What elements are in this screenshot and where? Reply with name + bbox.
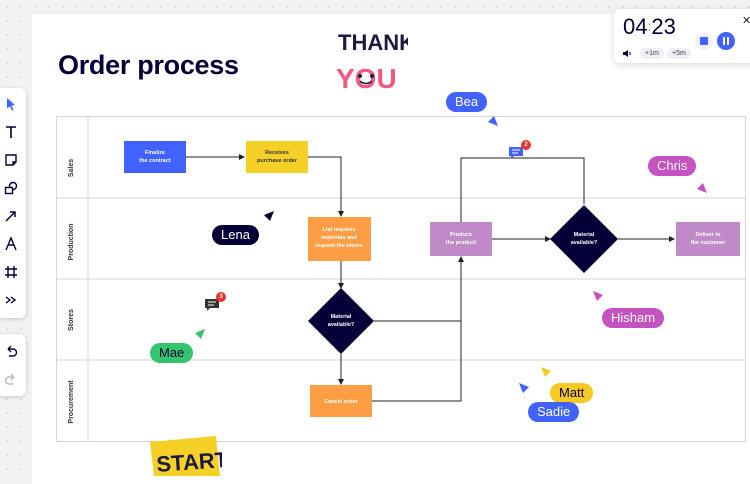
svg-text:Material: Material <box>574 232 595 238</box>
redo-icon[interactable] <box>0 368 22 390</box>
cursor-icon <box>195 329 205 339</box>
start-sticker[interactable]: START <box>146 436 229 477</box>
comment-icon[interactable] <box>508 146 524 160</box>
svg-text:Cancel order: Cancel order <box>324 399 358 405</box>
volume-icon[interactable] <box>622 49 632 58</box>
stop-button[interactable] <box>695 32 713 50</box>
svg-text:Finalize: Finalize <box>145 150 165 156</box>
svg-text:the customer: the customer <box>691 240 726 246</box>
svg-text:Produce: Produce <box>450 232 472 238</box>
comment-count-badge: 2 <box>521 140 531 150</box>
add-5-minutes-button[interactable]: +5m <box>667 48 691 59</box>
lane-label-procurement: Procurement <box>68 380 75 424</box>
page-title: Order process <box>58 50 239 80</box>
cursor-icon <box>264 211 274 221</box>
timer-display: 04:23 <box>623 14 676 39</box>
timer-seconds: 23 <box>651 14 676 39</box>
arrow-icon[interactable] <box>0 205 22 227</box>
lane-label-production: Production <box>68 224 75 261</box>
pen-icon[interactable] <box>0 233 22 255</box>
you-text: YOU <box>336 63 397 94</box>
svg-text:the contract: the contract <box>139 158 171 164</box>
collaborator-matt: Matt <box>550 383 594 403</box>
left-toolbar <box>0 88 26 318</box>
history-toolbar <box>0 334 26 396</box>
collaborator-sadie: Sadie <box>528 402 580 422</box>
collaborator-hisham: Hisham <box>602 308 665 328</box>
node-receives-purchase-order[interactable]: Receives purchase order <box>246 141 308 173</box>
svg-text:Deliver to: Deliver to <box>695 232 721 238</box>
select-icon[interactable] <box>0 93 22 115</box>
svg-text:the product: the product <box>446 240 476 246</box>
node-list-materials[interactable]: List requires materials and request the … <box>308 217 371 261</box>
lane-label-stores: Stores <box>68 309 75 331</box>
frame-icon[interactable] <box>0 261 22 283</box>
undo-icon[interactable] <box>0 340 22 362</box>
swimlane-diagram[interactable]: Sales Production Stores Procurement Fina… <box>56 116 746 444</box>
collaborator-chris: Chris <box>648 156 697 176</box>
timer-minutes: 04 <box>623 14 648 39</box>
node-produce-product[interactable]: Produce the product <box>430 222 492 256</box>
collaborator-bea: Bea <box>446 92 488 112</box>
more-icon[interactable] <box>0 289 22 311</box>
stop-icon <box>700 37 708 45</box>
svg-text:materials and: materials and <box>321 235 356 241</box>
close-icon[interactable]: ✕ <box>742 15 750 27</box>
node-cancel-order[interactable]: Cancel order <box>310 385 372 417</box>
svg-text:available?: available? <box>328 322 355 328</box>
pause-icon <box>723 37 729 45</box>
timer-panel: 04:23 +1m +5m <box>614 9 750 63</box>
cursor-icon <box>541 367 551 377</box>
shapes-icon[interactable] <box>0 177 22 199</box>
svg-text:purchase order: purchase order <box>257 158 298 164</box>
cursor-icon <box>593 291 603 301</box>
cursor-icon <box>519 383 529 393</box>
comment-count-badge: 3 <box>216 292 226 302</box>
pause-button[interactable] <box>717 32 735 50</box>
start-text: START <box>156 447 222 476</box>
collaborator-lena: Lena <box>212 225 259 245</box>
text-icon[interactable] <box>0 121 22 143</box>
lane-label-sales: Sales <box>68 159 75 177</box>
svg-text:Material: Material <box>331 314 352 320</box>
svg-text:Receives: Receives <box>265 150 289 156</box>
svg-text:List requires: List requires <box>322 227 355 233</box>
thank-text: THANK <box>338 30 408 55</box>
cursor-icon <box>697 183 707 193</box>
sticky-note-icon[interactable] <box>0 149 22 171</box>
svg-text:request the stores: request the stores <box>315 243 363 249</box>
collaborator-mae: Mae <box>150 343 194 363</box>
node-material-available-stores[interactable]: Material available? <box>308 288 374 354</box>
svg-text:available?: available? <box>571 240 598 246</box>
add-1-minute-button[interactable]: +1m <box>640 48 664 59</box>
node-deliver-customer[interactable]: Deliver to the customer <box>676 222 740 256</box>
thank-you-sticker[interactable]: THANK YOU <box>336 28 415 98</box>
node-finalize-contract[interactable]: Finalize the contract <box>124 141 186 173</box>
cursor-icon <box>488 116 498 126</box>
node-material-available-production[interactable]: Material available? <box>550 205 618 273</box>
comment-icon[interactable] <box>204 298 220 312</box>
